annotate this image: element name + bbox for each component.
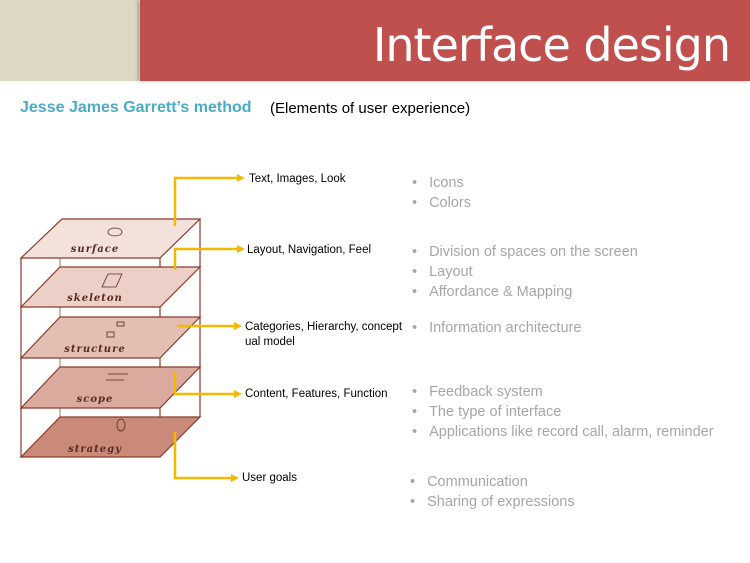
layer-label: scope [77, 394, 114, 405]
surface-icon [107, 227, 123, 237]
arrow-label: Layout, Navigation, Feel [247, 244, 372, 256]
arrow-label: Content, Features, Function [245, 388, 388, 400]
list-item: Information architecture [412, 318, 581, 338]
bullet-list-scope: Feedback system The type of interface Ap… [412, 382, 714, 442]
structure-icon [106, 331, 115, 338]
list-item: Sharing of expressions [410, 492, 575, 512]
arrow-label: User goals [242, 472, 297, 484]
arrow-label: Text, Images, Look [249, 173, 346, 185]
layer-surface [19, 218, 202, 259]
list-item: Colors [412, 193, 471, 213]
list-item: Communication [410, 472, 575, 492]
layer-label: skeleton [67, 293, 123, 304]
list-item: Affordance & Mapping [412, 282, 638, 302]
arrow [173, 432, 232, 480]
skeleton-icon [101, 273, 123, 288]
layer-label: strategy [68, 444, 122, 455]
slide-title: Interface design [372, 18, 731, 72]
strategy-icon [116, 418, 126, 432]
layer-label: surface [71, 244, 119, 255]
arrowhead [234, 322, 242, 330]
layer-structure [19, 316, 202, 359]
bullet-list-skeleton: Division of spaces on the screen Layout … [412, 242, 638, 302]
bullet-list-structure: Information architecture [412, 318, 581, 338]
list-item: Applications like record call, alarm, re… [412, 422, 713, 442]
bullet-list-strategy: Communication Sharing of expressions [410, 472, 575, 512]
list-item: Division of spaces on the screen [412, 242, 638, 262]
layer-scope [19, 366, 202, 409]
list-item: Feedback system [412, 382, 714, 402]
header-accent-block [0, 0, 139, 81]
arrowhead [231, 474, 239, 482]
arrow [173, 247, 238, 270]
method-title: Jesse James Garrett’s method [20, 99, 252, 116]
method-subtitle: (Elements of user experience) [270, 100, 471, 117]
arrow [173, 372, 235, 396]
list-item: The type of interface [412, 402, 714, 422]
bullet-list-surface: Icons Colors [412, 173, 471, 213]
arrow-label: Categories, Hierarchy, concept ual model [245, 321, 403, 348]
structure-icon [116, 321, 125, 327]
layer-strategy [19, 416, 202, 458]
list-item: Icons [412, 173, 471, 193]
arrow [173, 176, 238, 226]
list-item: Layout [412, 262, 638, 282]
arrowhead [237, 174, 245, 182]
arrowhead [237, 245, 245, 253]
layer-label: structure [64, 344, 125, 355]
header-bar: Interface design [140, 0, 750, 81]
arrowhead [234, 390, 242, 398]
